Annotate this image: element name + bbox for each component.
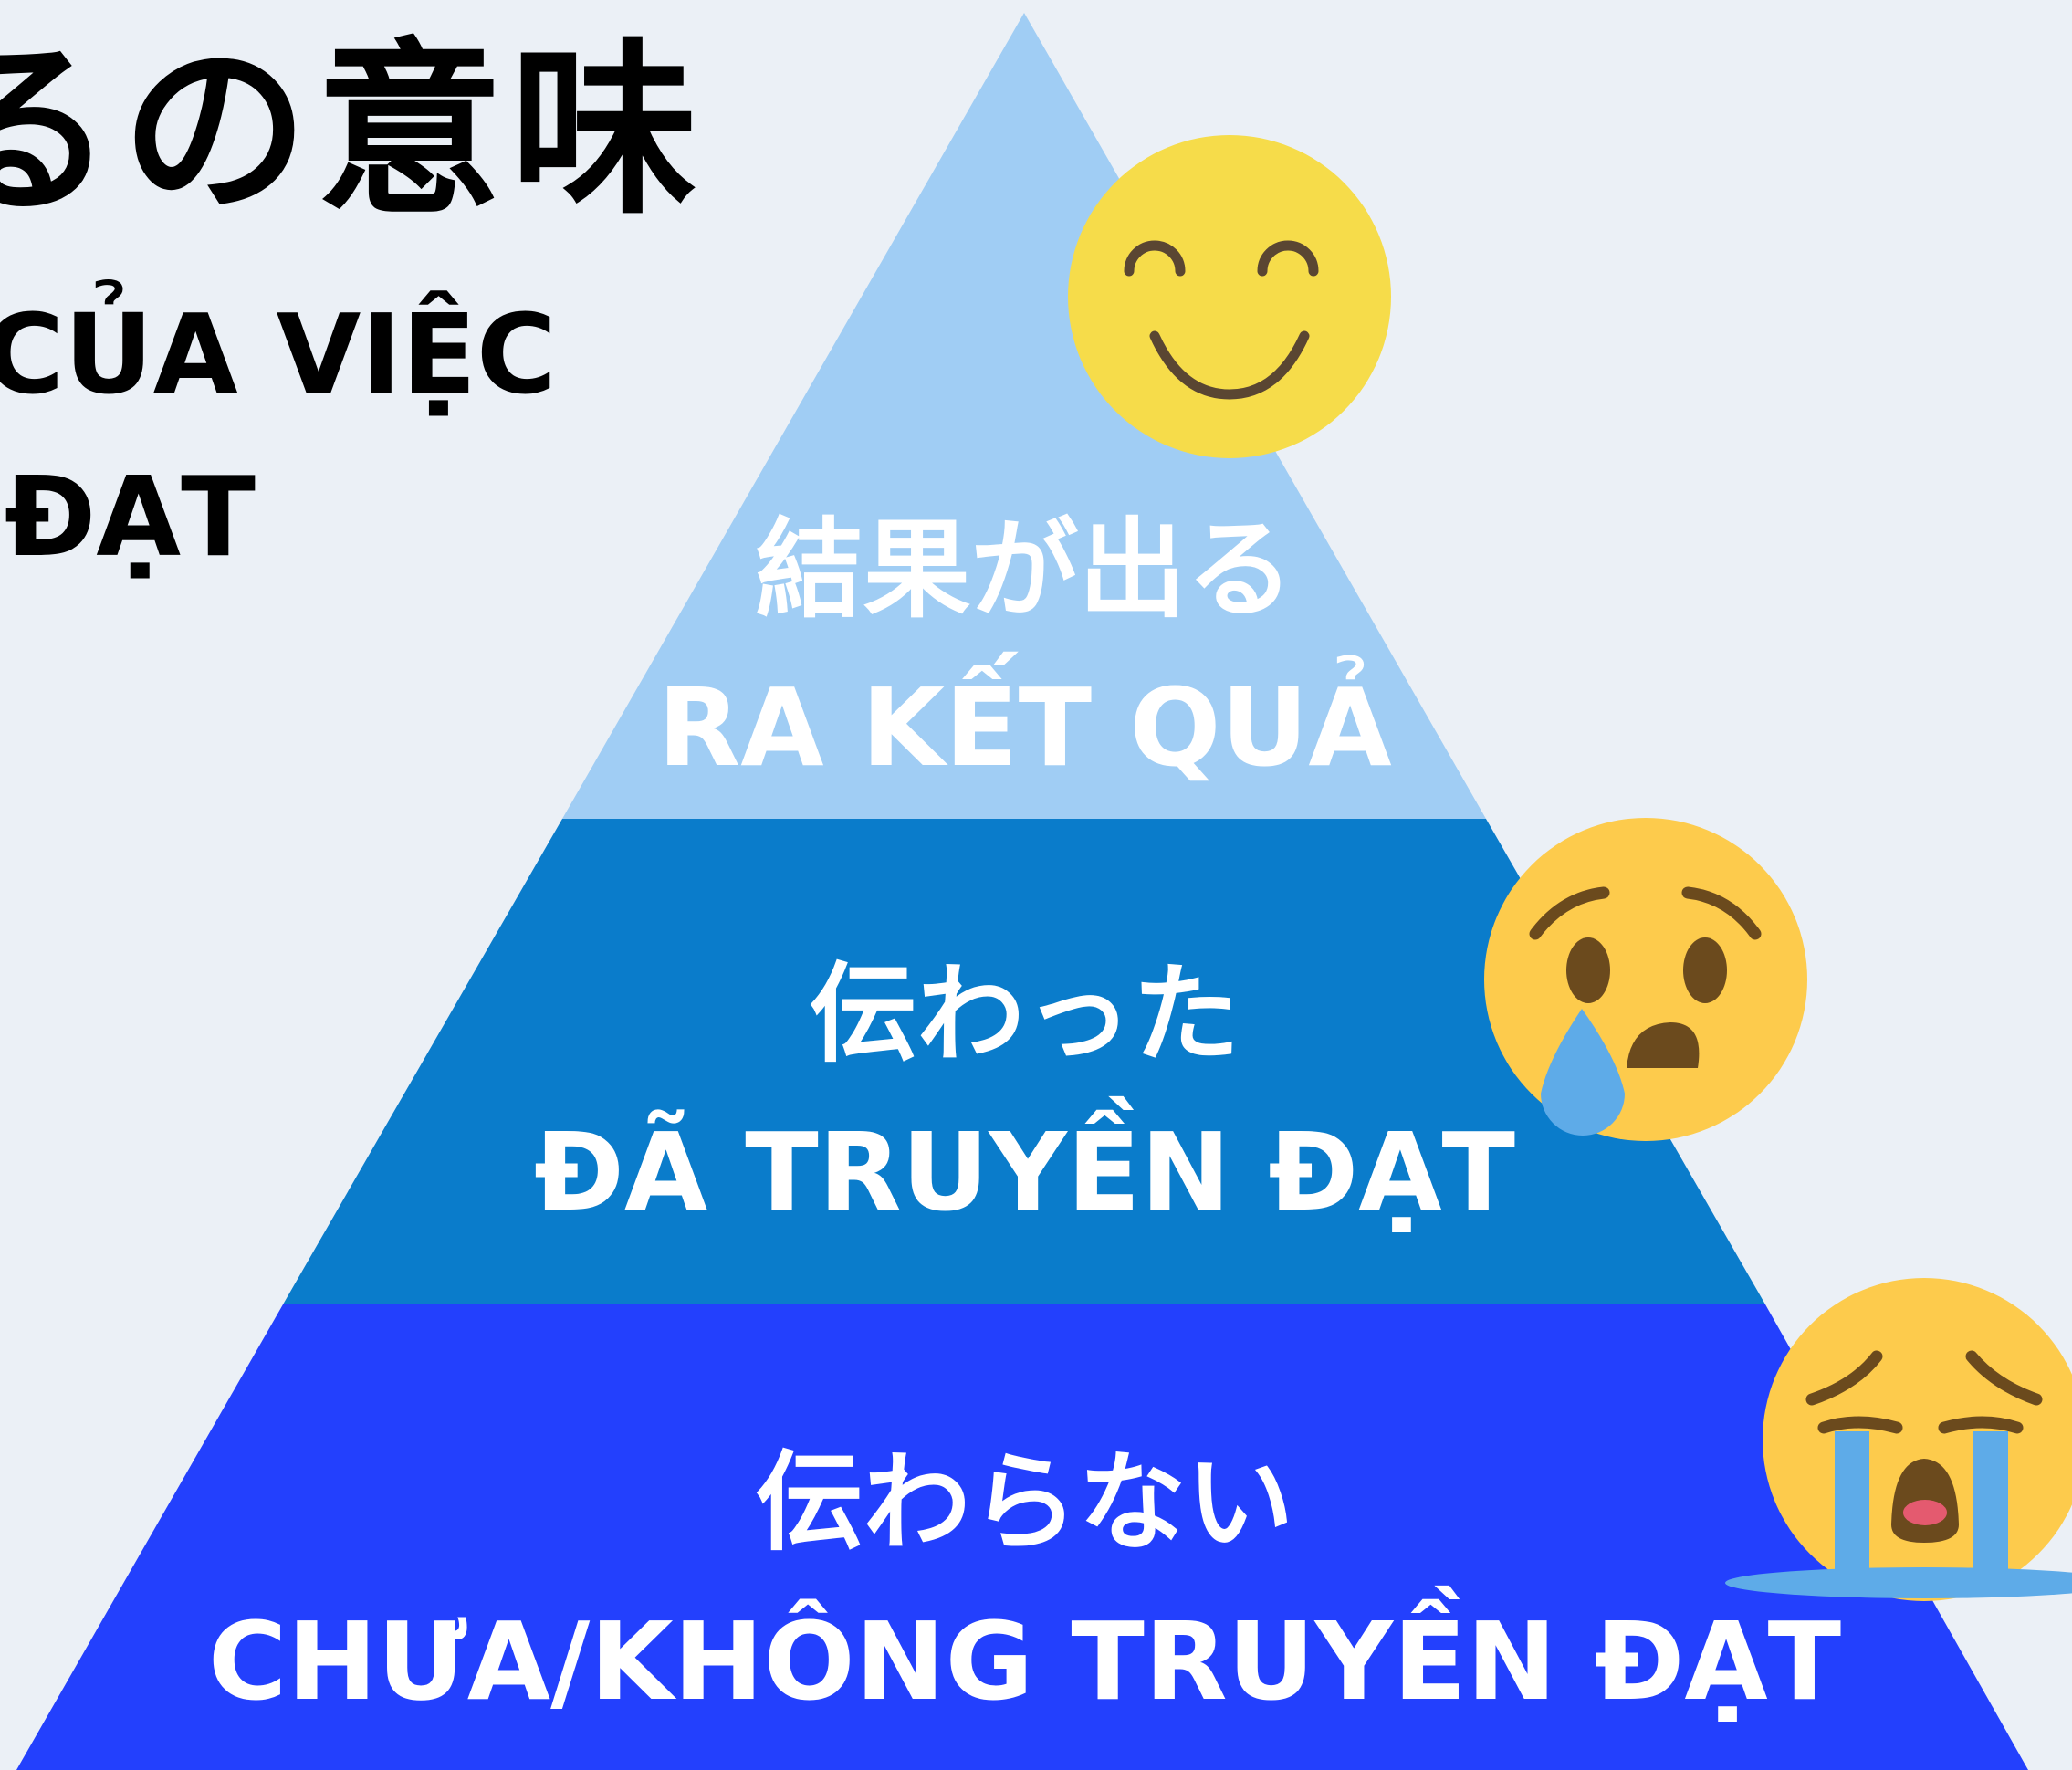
- page-title-vietnamese-line1: CỦA VIỆC: [0, 292, 557, 419]
- tier-bottom-label-japanese: 伝わらない: [755, 1440, 1294, 1566]
- sad-tear-face-icon: [1484, 818, 1807, 1141]
- smiling-face-icon: [1068, 135, 1391, 458]
- crying-face-icon: [1725, 1278, 2072, 1601]
- tier-bottom-label-vietnamese: CHƯA/KHÔNG TRUYỀN ĐẠT: [207, 1598, 1842, 1724]
- page-title-vietnamese-line2: ĐẠT: [4, 455, 256, 581]
- tier-top-label-vietnamese: RA KẾT QUẢ: [657, 665, 1392, 791]
- pyramid-tier-bottom: [16, 1304, 2028, 1770]
- tier-top-label-japanese: 結果が出る: [755, 507, 1294, 633]
- pyramid-tier-top: [562, 13, 1486, 819]
- pyramid-tier-middle: [283, 819, 1765, 1304]
- tier-middle-label-japanese: 伝わった: [809, 951, 1240, 1077]
- page-title-japanese: るの意味: [0, 23, 705, 240]
- tier-middle-label-vietnamese: ĐÃ TRUYỀN ĐẠT: [533, 1109, 1516, 1235]
